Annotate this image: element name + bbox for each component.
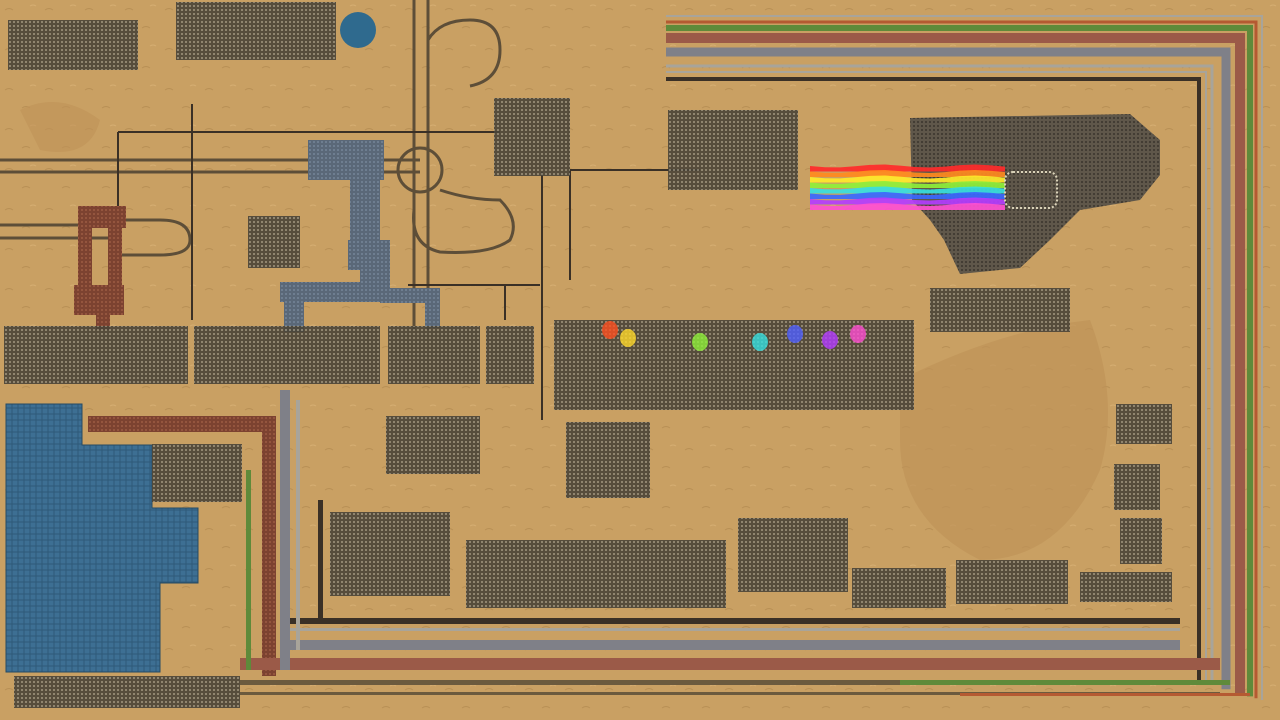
furnace-stack-right <box>930 288 1070 332</box>
smelting-row-red <box>4 326 188 384</box>
right-cluster-3 <box>1120 518 1162 564</box>
lake <box>340 12 376 48</box>
bottom-row-1 <box>330 512 450 596</box>
smelting-row-blue <box>194 326 380 384</box>
belt-lane <box>666 47 1231 690</box>
gun-grid <box>248 216 300 268</box>
concrete-area <box>910 114 1160 274</box>
lab-light <box>602 321 618 339</box>
rainbow-lamp-art <box>810 164 1005 210</box>
bottom-belt-bus <box>240 618 1250 696</box>
belt-lane <box>666 25 1253 697</box>
lamp-frame <box>1004 171 1058 209</box>
smelting-row-4 <box>486 326 534 384</box>
lab-light <box>822 331 838 349</box>
rainbow-band <box>810 181 1005 188</box>
rainbow-band <box>810 175 1005 183</box>
rainbow-band <box>810 164 1005 172</box>
lab-light <box>692 333 708 351</box>
ground-dark-patch <box>900 320 1108 560</box>
red-concrete-paths <box>74 206 276 676</box>
lab-light <box>620 329 636 347</box>
top-assemblers <box>176 2 336 60</box>
rainbow-band <box>810 197 1005 205</box>
center-assembler-grid <box>566 422 650 498</box>
belt-lane <box>666 20 1258 699</box>
lab-light <box>787 325 803 343</box>
belt-lane <box>666 77 1201 682</box>
top-left-assemblers <box>8 20 138 70</box>
lab-glow-lights <box>602 321 866 351</box>
top-right-columns <box>668 110 798 190</box>
right-cluster-2 <box>1114 464 1160 510</box>
rainbow-band <box>810 203 1005 210</box>
lab-light <box>752 333 768 351</box>
oil-grid <box>494 98 570 176</box>
bottom-row-4 <box>852 568 946 608</box>
solar-field <box>5 403 199 673</box>
blue-concrete-paths <box>280 140 440 332</box>
right-cluster-1 <box>1116 404 1172 444</box>
bottom-row-2 <box>466 540 726 608</box>
bottom-row-3 <box>738 518 848 592</box>
lab-light <box>850 325 866 343</box>
left-vertical-belts <box>246 390 323 670</box>
ground-dark-patch <box>20 102 100 152</box>
rainbow-band <box>810 186 1005 194</box>
belt-lane <box>666 64 1214 685</box>
bottom-left-row <box>14 676 240 708</box>
solar-side-assemblers <box>152 444 242 502</box>
machine-blocks <box>4 2 1172 708</box>
smelting-row-3 <box>388 326 480 384</box>
belt-lane <box>666 71 1207 684</box>
outer-belt-bus <box>666 15 1263 700</box>
mid-assembler-grid <box>386 416 480 474</box>
bottom-row-6 <box>1080 572 1172 602</box>
lakes <box>340 12 376 48</box>
power-lines <box>117 104 700 420</box>
belt-lane <box>666 15 1263 700</box>
rainbow-band <box>810 192 1005 199</box>
rainbow-band <box>810 170 1005 177</box>
belt-lane <box>666 33 1245 694</box>
bottom-row-5 <box>956 560 1068 604</box>
